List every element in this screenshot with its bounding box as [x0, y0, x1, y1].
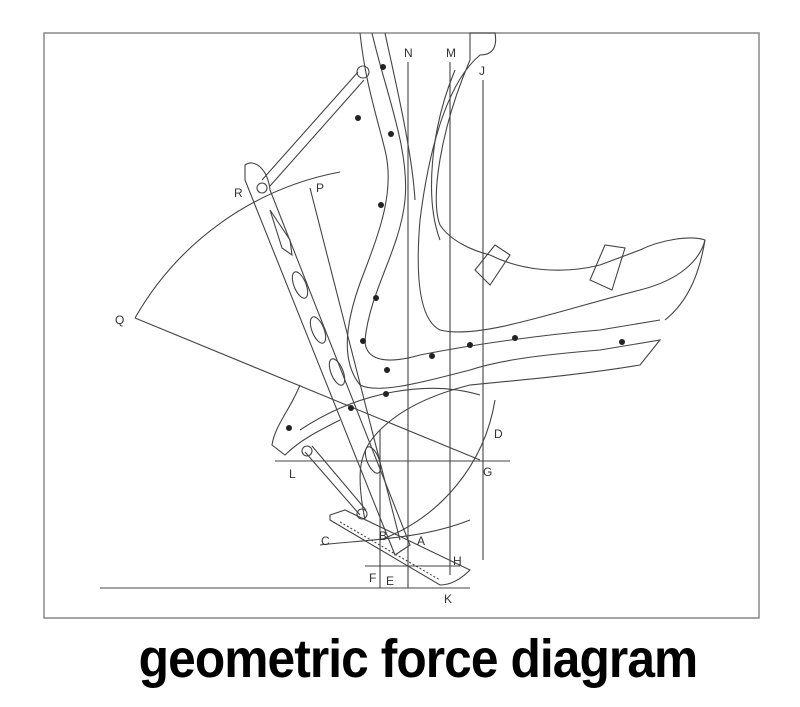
- diagram-frame: [43, 32, 760, 619]
- label-r: R: [234, 186, 243, 200]
- label-f: F: [369, 571, 376, 585]
- label-d: D: [494, 427, 503, 441]
- label-k: K: [444, 592, 452, 606]
- label-b: B: [379, 529, 387, 543]
- label-a: A: [417, 534, 425, 548]
- label-j: J: [479, 64, 485, 78]
- label-l: L: [289, 467, 296, 481]
- label-h: H: [453, 554, 462, 568]
- label-p: P: [316, 181, 324, 195]
- diagram-caption: geometric force diagram: [138, 629, 699, 689]
- diagram-lines: [100, 32, 706, 589]
- point-labels: N M J R P Q D G L C B A H F E K: [115, 46, 503, 606]
- pivot-markers: [286, 64, 625, 431]
- label-c: C: [321, 534, 330, 548]
- label-e: E: [386, 574, 394, 588]
- label-m: M: [446, 46, 456, 60]
- label-q: Q: [115, 313, 124, 327]
- label-g: G: [483, 465, 492, 479]
- label-n: N: [404, 46, 413, 60]
